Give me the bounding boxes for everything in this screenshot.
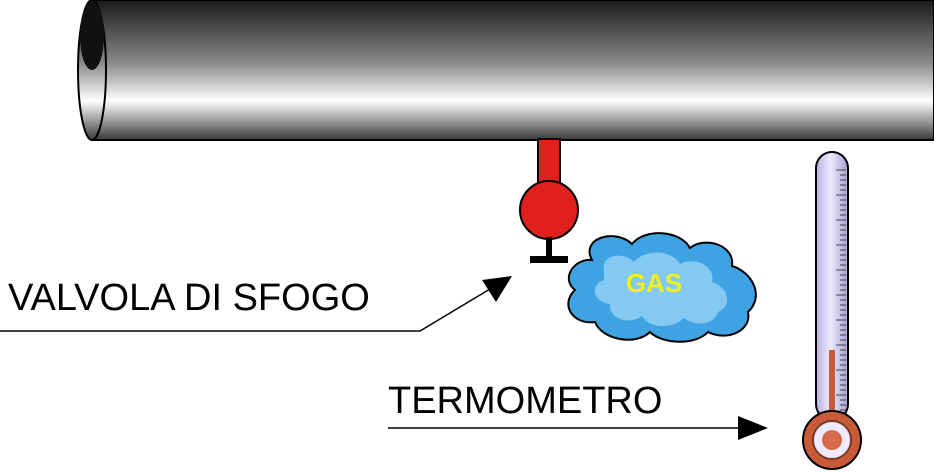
valve-callout: VALVOLA DI SFOGO — [0, 276, 512, 332]
valve-leader-line — [0, 282, 501, 332]
thermometer-scale — [836, 169, 846, 411]
thermometer — [802, 151, 862, 470]
thermometer-callout: TERMOMETRO — [388, 380, 768, 440]
pipe — [77, 0, 934, 141]
valve-label: VALVOLA DI SFOGO — [8, 277, 370, 319]
thermometer-arrow-head — [738, 416, 768, 440]
gas-label: GAS — [626, 268, 682, 298]
relief-valve — [519, 138, 579, 263]
pipe-opening — [80, 2, 104, 70]
thermometer-label: TERMOMETRO — [388, 380, 662, 422]
valve-arrow-head — [482, 276, 512, 302]
gas-cloud: GAS — [567, 232, 757, 343]
